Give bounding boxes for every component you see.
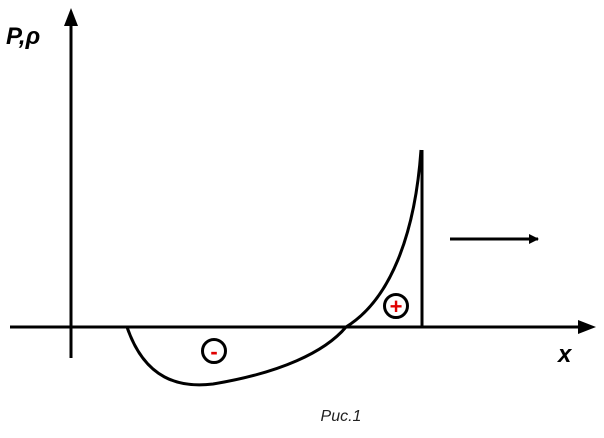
positive-region-sign: + xyxy=(383,293,409,319)
x-axis-arrowhead xyxy=(578,320,596,334)
negative-region-sign: - xyxy=(201,338,227,364)
profile-curve xyxy=(125,149,423,387)
positive-sign-circle xyxy=(383,293,409,319)
figure-caption: Рис.1 xyxy=(321,408,362,425)
x-axis-label: x xyxy=(556,341,573,368)
negative-sign-circle xyxy=(201,338,227,364)
positive-sign-symbol: + xyxy=(390,294,403,319)
negative-sign-symbol: - xyxy=(210,339,217,364)
y-axis-arrowhead xyxy=(64,8,78,26)
y-axis-label: P,ρ xyxy=(6,23,40,50)
